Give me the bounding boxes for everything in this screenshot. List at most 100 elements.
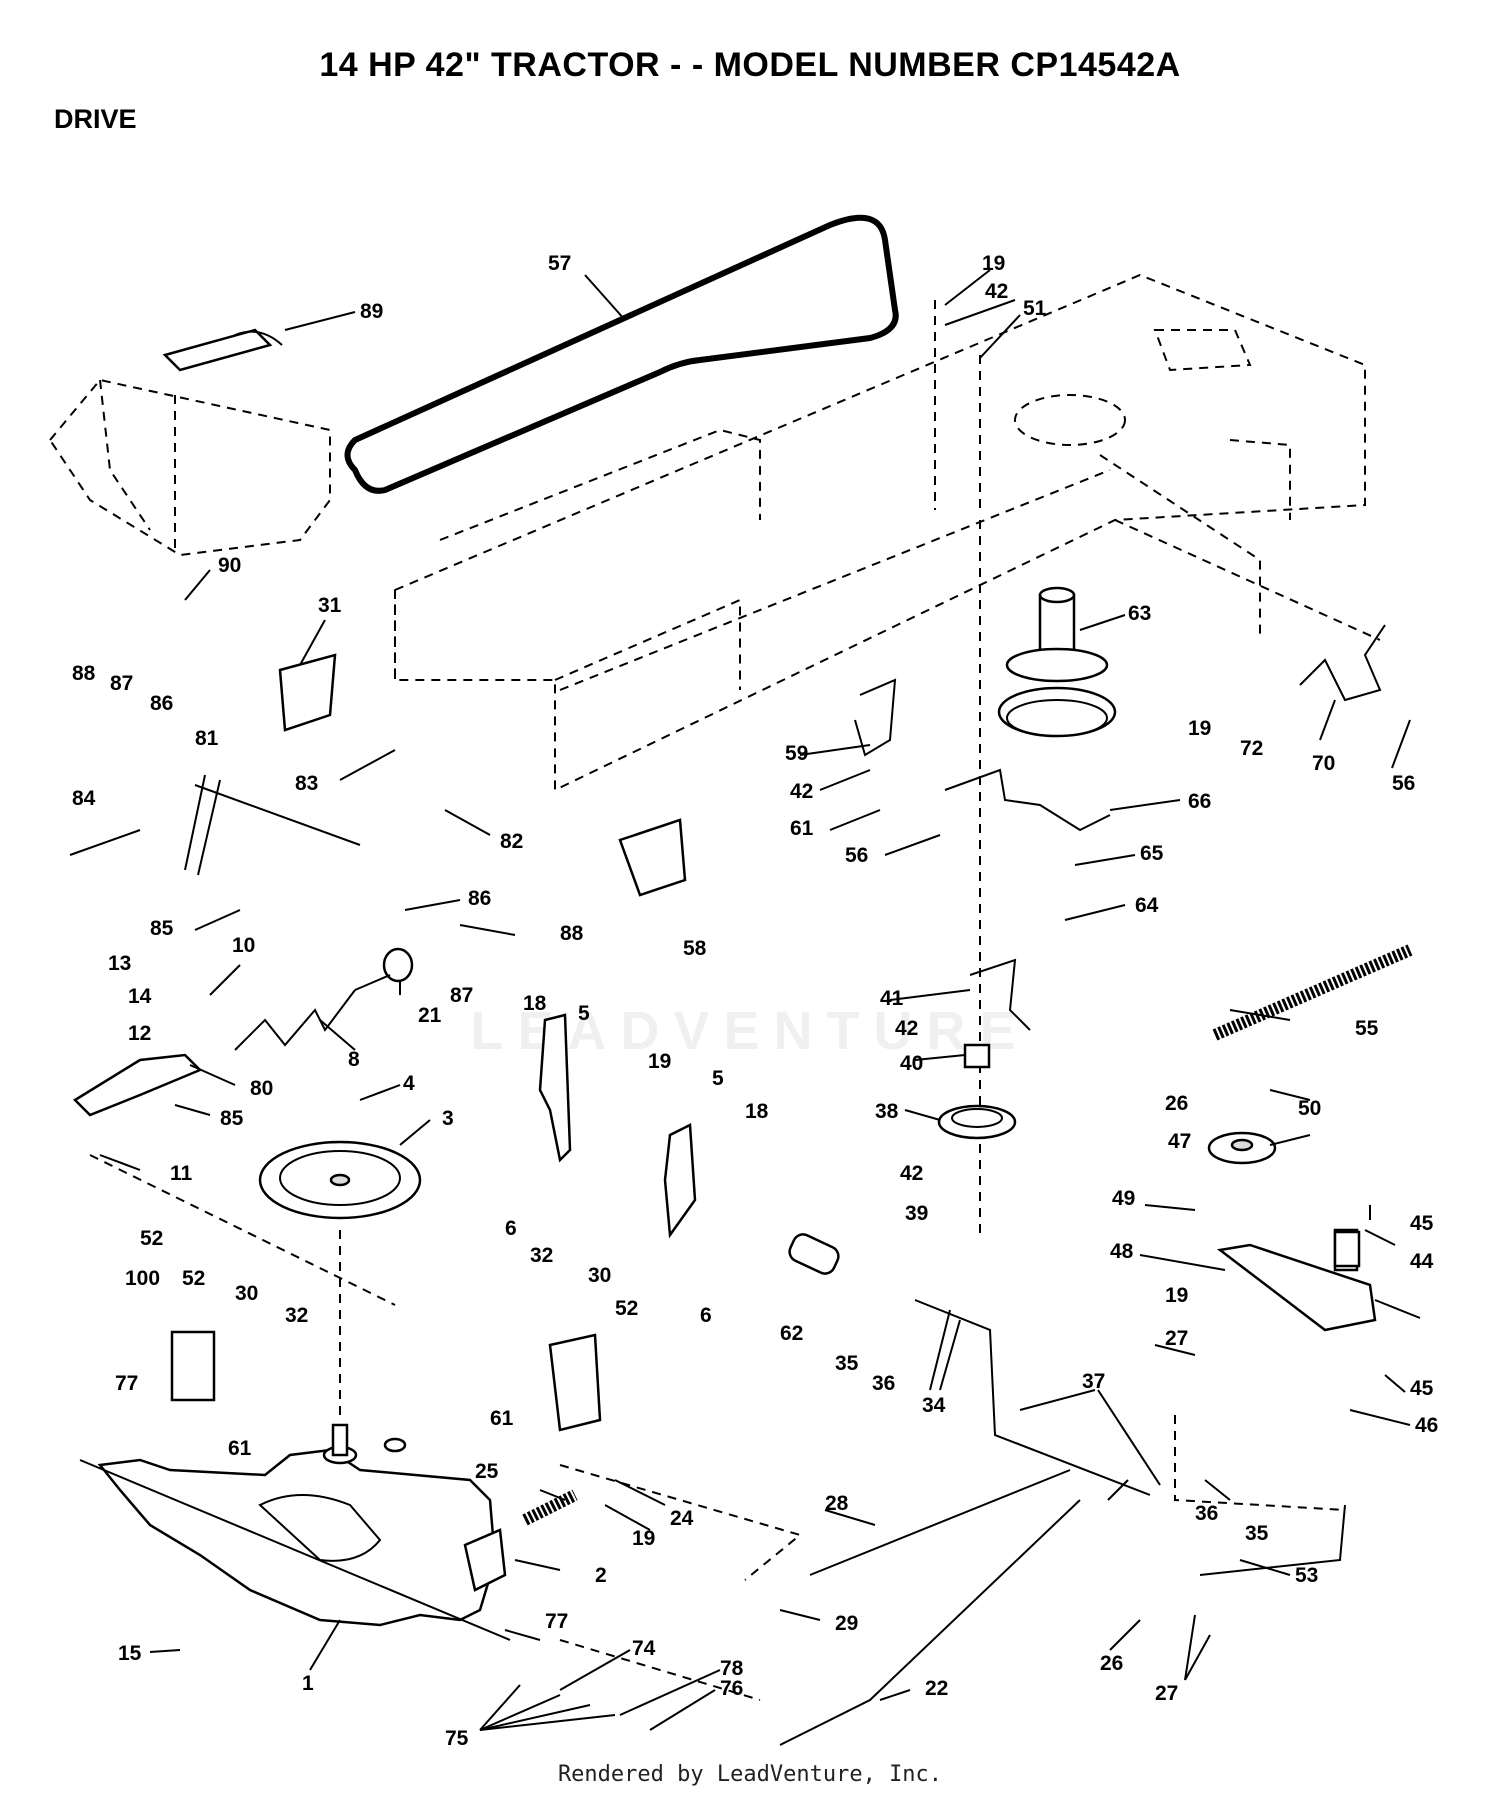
callout-86: 86: [150, 692, 173, 715]
callout-2: 2: [595, 1564, 607, 1587]
callout-81: 81: [195, 727, 219, 750]
callout-56: 56: [1392, 772, 1415, 795]
callout-44: 44: [1410, 1250, 1434, 1273]
callout-31: 31: [318, 594, 342, 617]
callout-42: 42: [985, 280, 1008, 303]
bracket-5a: [538, 1013, 572, 1163]
callout-42: 42: [895, 1017, 918, 1040]
bracket-30b: [548, 1333, 602, 1432]
spring-59: [854, 678, 897, 757]
rod-28: [809, 1469, 1071, 1576]
callout-88: 88: [560, 922, 584, 945]
rod-66: [944, 768, 1111, 832]
callout-56: 56: [845, 844, 868, 867]
callout-45: 45: [1410, 1212, 1434, 1235]
callout-26: 26: [1165, 1092, 1188, 1115]
callout-5: 5: [712, 1067, 724, 1090]
callout-32: 32: [530, 1244, 553, 1267]
callout-88: 88: [72, 662, 96, 685]
idler-pulley-stack: [997, 586, 1117, 738]
bracket-30a: [170, 1330, 216, 1402]
callout-47: 47: [1168, 1130, 1191, 1153]
callout-42: 42: [900, 1162, 923, 1185]
callout-6: 6: [700, 1304, 712, 1327]
callout-19: 19: [1165, 1284, 1188, 1307]
shaft-81: [194, 784, 361, 846]
callout-89: 89: [360, 300, 383, 323]
callout-83: 83: [295, 772, 318, 795]
leader-lines: [99, 269, 1421, 1731]
callout-77: 77: [115, 1372, 138, 1395]
transmission: [79, 1423, 511, 1641]
callout-52: 52: [182, 1267, 205, 1290]
callout-78: 78: [720, 1657, 744, 1680]
callout-76: 76: [720, 1677, 743, 1700]
idler-arm: [1216, 1243, 1377, 1332]
callout-53: 53: [1295, 1564, 1318, 1587]
callout-29: 29: [835, 1612, 858, 1635]
callout-14: 14: [128, 985, 152, 1008]
callout-63: 63: [1128, 602, 1151, 625]
rod-84: [69, 829, 141, 856]
callout-58: 58: [683, 937, 707, 960]
callout-49: 49: [1112, 1187, 1135, 1210]
knob-21: [382, 947, 414, 983]
callout-8: 8: [348, 1048, 360, 1071]
callout-25: 25: [475, 1460, 499, 1483]
callout-4: 4: [403, 1072, 415, 1095]
footer-credit: Rendered by LeadVenture, Inc.: [557, 1762, 943, 1787]
page-title: 14 HP 42" TRACTOR - - MODEL NUMBER CP145…: [319, 46, 1181, 84]
callout-38: 38: [875, 1100, 899, 1123]
callout-32: 32: [285, 1304, 308, 1327]
plate-31: [278, 653, 337, 732]
callout-74: 74: [632, 1637, 656, 1660]
callout-72: 72: [1240, 737, 1263, 760]
callout-5: 5: [578, 1002, 590, 1025]
callout-36: 36: [872, 1372, 895, 1395]
callout-18: 18: [745, 1100, 769, 1123]
callout-28: 28: [825, 1492, 849, 1515]
callout-27: 27: [1155, 1682, 1178, 1705]
callout-90: 90: [218, 554, 241, 577]
callout-30: 30: [588, 1264, 611, 1287]
rod-53: [1199, 1504, 1346, 1576]
crossshaft-34: [914, 1299, 1151, 1496]
callout-45: 45: [1410, 1377, 1434, 1400]
drive-belt: [344, 214, 899, 494]
callout-70: 70: [1312, 752, 1335, 775]
callout-55: 55: [1355, 1017, 1379, 1040]
callout-35: 35: [835, 1352, 859, 1375]
callout-77: 77: [545, 1610, 568, 1633]
callout-10: 10: [232, 934, 255, 957]
callout-64: 64: [1135, 894, 1159, 917]
bracket-58: [618, 818, 687, 897]
callout-34: 34: [922, 1394, 946, 1417]
pulley-38: [937, 1104, 1017, 1140]
callout-15: 15: [118, 1642, 142, 1665]
rod-22: [779, 1499, 1081, 1746]
callout-37: 37: [1082, 1370, 1105, 1393]
rod-70: [1299, 624, 1386, 702]
callout-65: 65: [1140, 842, 1164, 865]
rod-41: [969, 958, 1031, 1031]
callout-46: 46: [1415, 1414, 1438, 1437]
callout-22: 22: [925, 1677, 948, 1700]
callout-41: 41: [880, 987, 904, 1010]
callout-13: 13: [108, 952, 131, 975]
callout-36: 36: [1195, 1502, 1218, 1525]
rod-8: [234, 989, 356, 1051]
callout-62: 62: [780, 1322, 803, 1345]
front-frame: [48, 378, 331, 557]
callout-85: 85: [220, 1107, 244, 1130]
bracket-5b: [663, 1123, 697, 1239]
tractor-frame: [394, 273, 1366, 792]
callout-21: 21: [418, 1004, 442, 1027]
callout-35: 35: [1245, 1522, 1269, 1545]
callout-1: 1: [302, 1672, 314, 1695]
callout-87: 87: [450, 984, 473, 1007]
callout-48: 48: [1110, 1240, 1134, 1263]
section-heading: DRIVE: [54, 104, 137, 134]
callout-51: 51: [1023, 297, 1047, 320]
